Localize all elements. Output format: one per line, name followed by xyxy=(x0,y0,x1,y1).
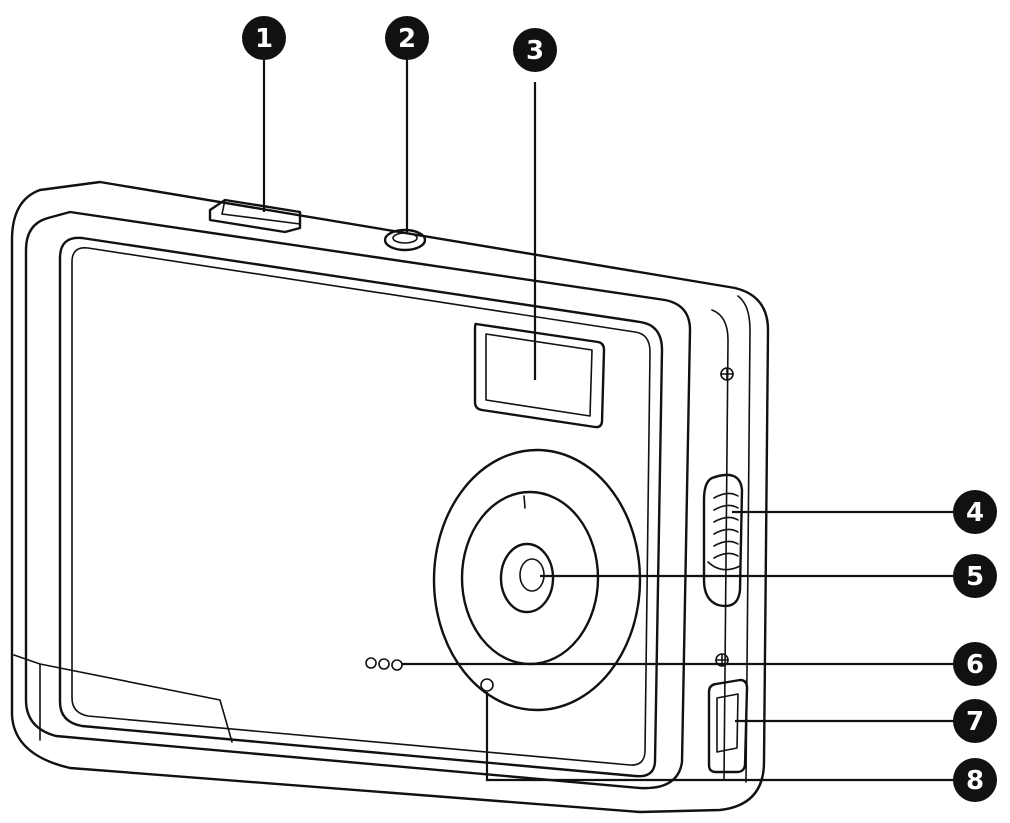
callout-2: 2 xyxy=(385,16,429,60)
lens-illustration xyxy=(432,448,642,712)
mode-switch-illustration xyxy=(702,473,744,608)
microphone-illustration xyxy=(480,678,494,692)
svg-text:1: 1 xyxy=(255,24,273,54)
leader-line-8 xyxy=(485,692,955,782)
svg-text:7: 7 xyxy=(966,707,984,737)
callout-8: 8 xyxy=(953,758,997,802)
usb-port-illustration xyxy=(707,678,749,774)
svg-text:8: 8 xyxy=(966,766,984,796)
callout-5: 5 xyxy=(953,554,997,598)
shutter-button-illustration xyxy=(208,198,302,234)
svg-text:3: 3 xyxy=(526,36,544,66)
svg-text:6: 6 xyxy=(966,650,984,680)
callout-4: 4 xyxy=(953,490,997,534)
power-button-illustration xyxy=(383,228,427,252)
svg-text:2: 2 xyxy=(398,24,416,54)
svg-text:4: 4 xyxy=(966,498,984,528)
callout-3: 3 xyxy=(513,28,557,72)
screw-top-illustration xyxy=(720,367,734,381)
camera-body xyxy=(10,180,770,814)
svg-text:5: 5 xyxy=(966,562,984,592)
callout-6: 6 xyxy=(953,642,997,686)
callout-7: 7 xyxy=(953,699,997,743)
callout-1: 1 xyxy=(242,16,286,60)
viewfinder-window-illustration xyxy=(473,322,606,429)
indicator-lights-illustration xyxy=(365,657,403,671)
leader-lines xyxy=(262,56,955,782)
